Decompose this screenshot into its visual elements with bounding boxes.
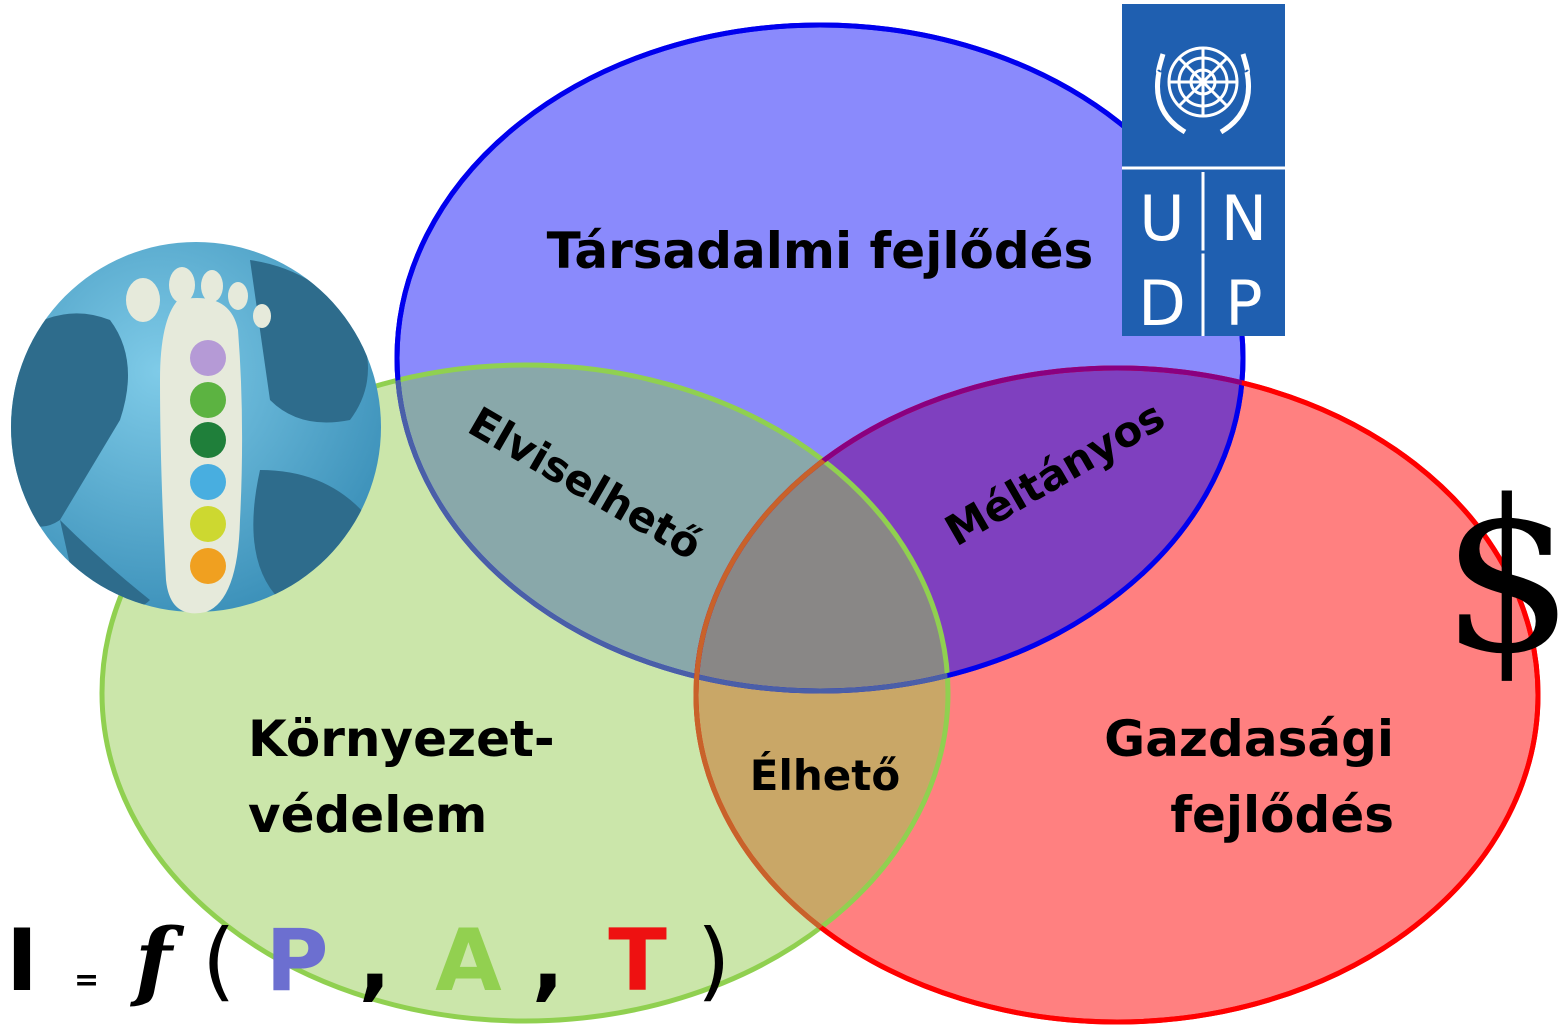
dollar-icon: $ xyxy=(1441,455,1563,700)
economic-label-line1: Gazdasági xyxy=(1104,710,1394,768)
building-icon xyxy=(190,548,226,584)
formula-close: ) xyxy=(697,911,731,1011)
formula-f: f xyxy=(129,910,185,1011)
cow-icon xyxy=(190,382,226,418)
economic-label-line2: fejlődés xyxy=(1170,786,1394,844)
environment-label-line1: Környezet- xyxy=(248,710,555,768)
formula: I = f ( P , A , T ) xyxy=(6,910,730,1011)
undp-letter-u: U xyxy=(1139,182,1184,255)
formula-t: T xyxy=(608,911,667,1011)
forest-icon xyxy=(190,422,226,458)
formula-i: I xyxy=(6,911,38,1011)
overlap-social-environment xyxy=(397,365,948,691)
social-label: Társadalmi fejlődés xyxy=(547,222,1094,280)
undp-letter-p: P xyxy=(1225,267,1262,340)
formula-comma2: , xyxy=(532,911,565,1011)
undp-letter-d: D xyxy=(1138,267,1186,340)
undp-letter-n: N xyxy=(1221,182,1267,255)
overlap-label-elheto: Élhető xyxy=(750,750,900,800)
grain-icon xyxy=(190,506,226,542)
formula-comma1: , xyxy=(359,911,392,1011)
overlap-social-economic xyxy=(696,368,1243,691)
housing-icon xyxy=(190,340,226,376)
formula-open: ( xyxy=(202,911,236,1011)
formula-eq: = xyxy=(74,963,99,998)
fish-icon xyxy=(190,464,226,500)
environment-label-line2: védelem xyxy=(248,786,487,844)
globe-footprint-icon xyxy=(11,242,381,614)
formula-p: P xyxy=(266,911,329,1011)
environment-outline xyxy=(99,362,951,1024)
un-emblem-icon xyxy=(1155,46,1251,135)
undp-logo: U N D P xyxy=(1122,4,1285,340)
formula-a: A xyxy=(435,911,502,1011)
